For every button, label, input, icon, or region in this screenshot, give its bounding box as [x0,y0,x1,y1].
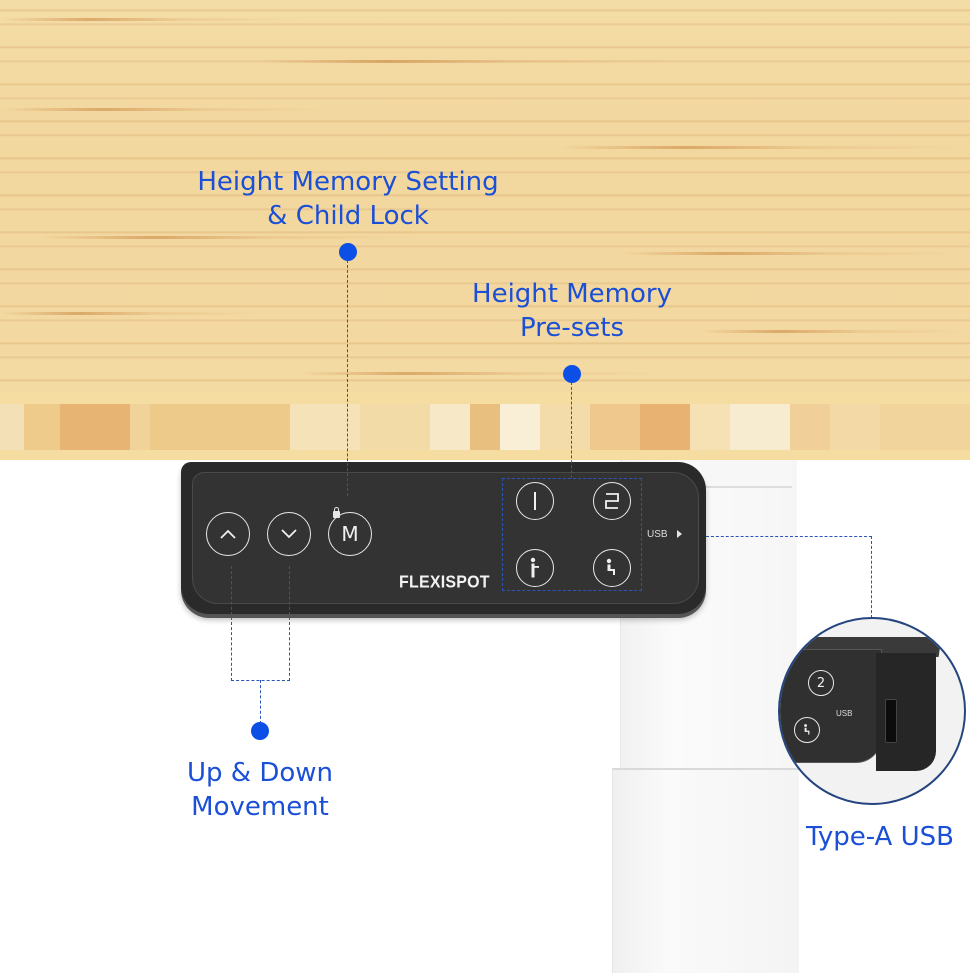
annotation-up-down-line2: Movement [191,792,329,822]
annotation-up-down: Up & Down Movement [160,756,360,824]
memory-button-label: M [341,522,359,546]
sitting-person-icon [803,724,809,735]
annotation-memory-setting-line2: & Child Lock [267,201,429,231]
sitting-person-icon [606,558,615,575]
wood-grain [260,60,680,63]
desk-leg-lower [612,768,799,973]
down-button[interactable] [267,512,311,556]
wood-grain [700,330,970,333]
presets-highlight-box [502,478,642,591]
annotation-leader-line [571,382,572,478]
up-button[interactable] [206,512,250,556]
inset-preset-2-button: 2 [808,670,834,696]
annotation-usb: Type-A USB [806,822,954,852]
preset-1-button[interactable] [516,482,554,520]
lock-icon [333,507,340,518]
inset-usb-label: USB [836,709,853,718]
desktop-surface [0,0,970,392]
annotation-leader-line [871,536,872,618]
annotation-memory-setting-line1: Height Memory Setting [197,167,499,197]
wood-grain [0,18,300,21]
wood-grain [40,236,420,239]
wood-grain [620,252,970,255]
annotation-memory-presets: Height Memory Pre-sets [452,277,692,345]
inset-preset-2-label: 2 [816,675,826,691]
sitting-preset-button[interactable] [593,549,631,587]
brand-logo: FLEXISPOT [399,573,490,592]
annotation-leader-line [347,260,348,496]
memory-button[interactable]: M [328,512,372,556]
usb-label: USB [647,529,668,540]
chevron-up-icon [220,529,236,539]
bamboo-edge-strips [0,404,970,450]
wood-grain [0,108,340,111]
standing-preset-button[interactable] [516,549,554,587]
number-2-icon [605,493,619,509]
annotation-leader-line [289,566,290,681]
inset-sitting-button [794,717,820,743]
wood-grain [560,146,970,149]
desktop-edge [0,392,970,460]
inset-panel-face [780,649,882,763]
desk-leg-bracket [700,460,792,488]
usb-port-arrow-icon [677,530,682,538]
preset-2-button[interactable] [593,482,631,520]
annotation-memory-presets-line1: Height Memory [472,279,672,309]
usb-port-icon[interactable] [885,699,897,743]
chevron-down-icon [281,529,297,539]
wood-grain [300,372,660,375]
standing-person-icon [530,557,539,578]
annotation-leader-line [260,680,261,724]
annotation-leader-line [231,566,232,681]
number-1-icon [534,492,536,510]
usb-detail-inset: 2 USB [778,617,966,805]
annotation-dot [563,365,581,383]
annotation-leader-line [706,536,872,537]
annotation-memory-setting: Height Memory Setting & Child Lock [177,165,519,233]
annotation-up-down-line1: Up & Down [186,758,333,788]
annotation-memory-presets-line2: Pre-sets [520,313,624,343]
annotation-dot [339,243,357,261]
annotation-dot [251,722,269,740]
wood-grain [0,312,260,315]
